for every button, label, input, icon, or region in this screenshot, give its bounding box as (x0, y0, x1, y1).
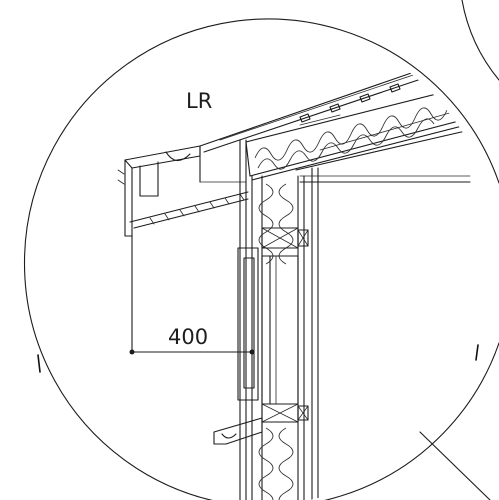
roof-assembly (117, 65, 471, 355)
detail-circle (23, 0, 499, 500)
wall-assembly (213, 139, 319, 500)
roof-label: LR (186, 89, 212, 113)
dimension-label: 400 (168, 325, 208, 349)
